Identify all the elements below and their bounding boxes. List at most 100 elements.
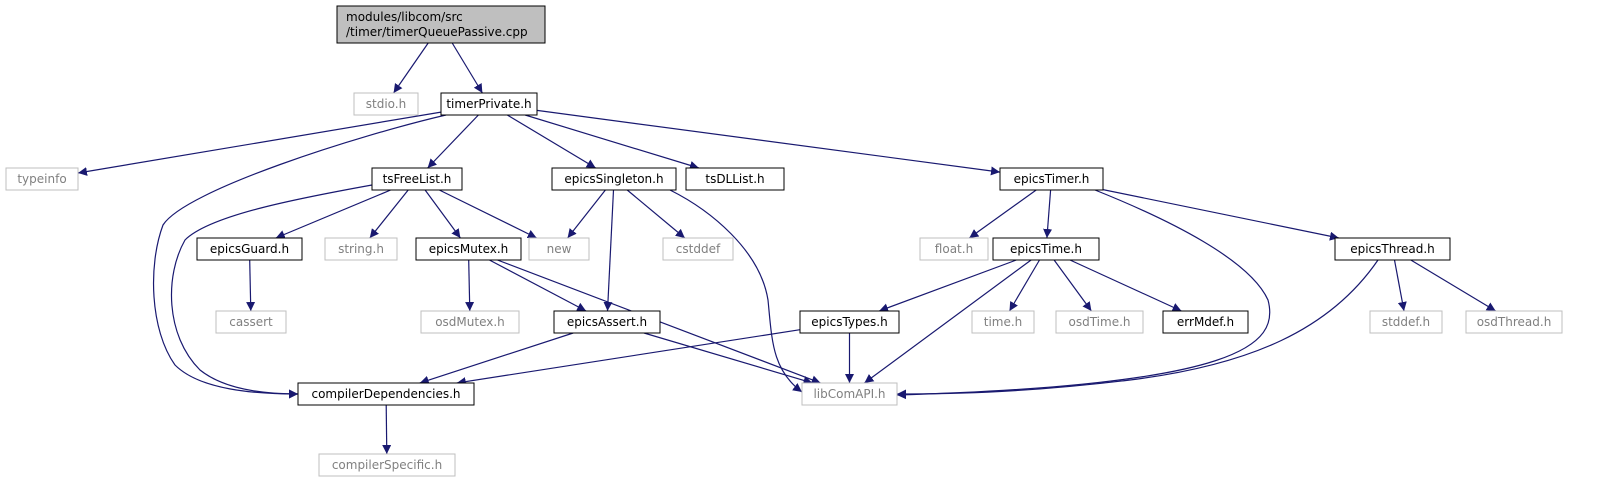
edge-timerPrivate-to-compilerDependencies (152, 114, 447, 399)
node-osdMutex: osdMutex.h (420, 310, 520, 334)
node-compilerSpecific: compilerSpecific.h (318, 453, 456, 477)
node-label: compilerDependencies.h (311, 387, 460, 401)
edge-epicsTime-to-osdTime (1053, 259, 1092, 312)
node-label: modules/libcom/src (346, 10, 463, 24)
node-string: string.h (324, 237, 398, 261)
node-box (1334, 237, 1451, 261)
node-label: osdTime.h (1069, 315, 1131, 329)
node-root[interactable]: modules/libcom/src/timer/timerQueuePassi… (336, 5, 546, 44)
node-label: epicsSingleton.h (564, 172, 663, 186)
node-box (371, 167, 463, 191)
node-box (528, 237, 590, 261)
node-label: epicsTypes.h (811, 315, 887, 329)
edge-epicsAssert-to-compilerDependencies (419, 332, 574, 385)
edge-timerPrivate-to-tsFreeList (427, 114, 479, 169)
node-box (1369, 310, 1443, 334)
edge-epicsGuard-to-cassert (246, 259, 256, 312)
dependency-nodes: modules/libcom/src/timer/timerQueuePassi… (5, 5, 1563, 477)
edge-epicsTime-to-libComAPI (864, 259, 1032, 384)
edge-tsFreeList-to-epicsMutex (424, 189, 461, 239)
node-box (420, 310, 520, 334)
edge-epicsSingleton-to-cstddef (626, 189, 686, 239)
node-box (336, 5, 546, 44)
node-label: epicsGuard.h (210, 242, 289, 256)
node-epicsThread[interactable]: epicsThread.h (1334, 237, 1451, 261)
node-box (440, 92, 538, 116)
edge-epicsThread-to-stddef (1393, 259, 1407, 312)
node-stddef: stddef.h (1369, 310, 1443, 334)
node-cassert: cassert (215, 310, 287, 334)
node-label: tsFreeList.h (383, 172, 452, 186)
node-label: epicsThread.h (1350, 242, 1435, 256)
node-new: new (528, 237, 590, 261)
edge-epicsTime-to-epicsTypes (878, 259, 1017, 313)
node-box (992, 237, 1100, 261)
edge-timerPrivate-to-epicsTimer (536, 109, 1001, 176)
node-osdTime: osdTime.h (1055, 310, 1144, 334)
edge-timerPrivate-to-tsDLList (524, 114, 700, 170)
edge-epicsTimer-to-float (968, 189, 1037, 239)
node-box (685, 167, 785, 191)
node-box (1465, 310, 1563, 334)
edge-tsFreeList-to-compilerDependencies (170, 184, 373, 399)
node-label: timerPrivate.h (446, 97, 531, 111)
node-box (971, 310, 1035, 334)
node-label: epicsTime.h (1010, 242, 1082, 256)
edge-epicsThread-to-libComAPI (896, 259, 1379, 399)
node-box (5, 167, 79, 191)
node-epicsTimer[interactable]: epicsTimer.h (999, 167, 1104, 191)
edge-epicsMutex-to-epicsAssert (489, 259, 587, 312)
edge-epicsAssert-to-libComAPI (643, 332, 813, 385)
node-box (297, 382, 475, 406)
edge-epicsSingleton-to-new (567, 189, 606, 239)
node-label: libComAPI.h (813, 387, 885, 401)
node-label: new (547, 242, 572, 256)
node-errMdef[interactable]: errMdef.h (1162, 310, 1249, 334)
node-box (196, 237, 303, 261)
edge-compilerDependencies-to-compilerSpecific (382, 404, 392, 455)
edge-epicsTime-to-time (1008, 259, 1041, 312)
node-tsDLList[interactable]: tsDLList.h (685, 167, 785, 191)
node-label: epicsAssert.h (567, 315, 647, 329)
node-label: compilerSpecific.h (332, 458, 442, 472)
edge-timerPrivate-to-typeinfo (77, 111, 442, 176)
node-label: epicsTimer.h (1014, 172, 1090, 186)
node-epicsTime[interactable]: epicsTime.h (992, 237, 1100, 261)
node-compilerDependencies[interactable]: compilerDependencies.h (297, 382, 475, 406)
edge-epicsTimer-to-epicsTime (1043, 189, 1053, 239)
node-epicsGuard[interactable]: epicsGuard.h (196, 237, 303, 261)
node-tsFreeList[interactable]: tsFreeList.h (371, 167, 463, 191)
node-epicsAssert[interactable]: epicsAssert.h (553, 310, 661, 334)
node-box (799, 310, 900, 334)
node-label: time.h (984, 315, 1023, 329)
node-label: /timer/timerQueuePassive.cpp (346, 25, 528, 39)
node-label: float.h (935, 242, 973, 256)
node-box (215, 310, 287, 334)
node-float: float.h (919, 237, 989, 261)
node-box (1162, 310, 1249, 334)
node-epicsMutex[interactable]: epicsMutex.h (415, 237, 522, 261)
node-label: typeinfo (17, 172, 66, 186)
node-epicsTypes[interactable]: epicsTypes.h (799, 310, 900, 334)
node-box (1055, 310, 1144, 334)
node-label: osdThread.h (1477, 315, 1552, 329)
edge-epicsTimer-to-epicsThread (1102, 189, 1340, 241)
node-timerPrivate[interactable]: timerPrivate.h (440, 92, 538, 116)
node-label: errMdef.h (1177, 315, 1234, 329)
node-libComAPI: libComAPI.h (801, 382, 898, 406)
node-label: osdMutex.h (435, 315, 505, 329)
node-time: time.h (971, 310, 1035, 334)
edge-epicsMutex-to-osdMutex (465, 259, 475, 312)
node-box (353, 92, 419, 116)
edge-tsFreeList-to-new (439, 189, 537, 239)
node-label: string.h (338, 242, 384, 256)
node-label: cstddef (676, 242, 721, 256)
node-box (919, 237, 989, 261)
node-epicsSingleton[interactable]: epicsSingleton.h (551, 167, 677, 191)
edge-root-to-stdio (393, 42, 429, 94)
node-box (415, 237, 522, 261)
node-label: stdio.h (366, 97, 406, 111)
node-box (999, 167, 1104, 191)
edge-epicsTypes-to-compilerDependencies (456, 329, 801, 387)
